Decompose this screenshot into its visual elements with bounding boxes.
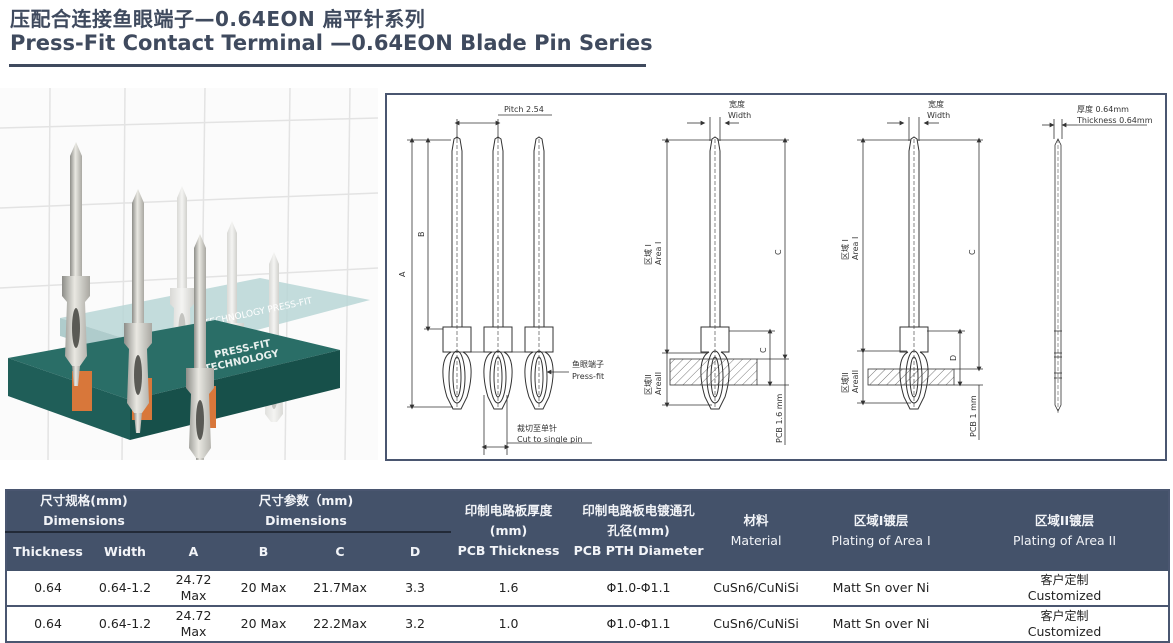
cell-area1: Matt Sn over Ni bbox=[801, 571, 962, 607]
product-render: TECHNOLOGY PRESS-FIT PRESS-FIT TECHNOLOG… bbox=[0, 87, 379, 478]
cell-pcb: 1.0 bbox=[451, 606, 567, 643]
dim-d-label: D bbox=[949, 355, 958, 361]
dim-b-label: B bbox=[417, 232, 426, 238]
table-row: 0.64 0.64-1.2 24.72 Max 20 Max 22.2Max 3… bbox=[6, 606, 1170, 643]
pcb-1-label: PCB 1 mm bbox=[969, 395, 978, 437]
area2-label-cn-2: 区域II bbox=[840, 372, 850, 393]
cut-label-cn: 裁切至单针 bbox=[517, 423, 557, 433]
dim-c-label: C bbox=[774, 249, 783, 255]
header-pth-diameter: 印制电路板电镀通孔孔径(mm)PCB PTH Diameter bbox=[566, 490, 712, 571]
area1-label-en: Area I bbox=[654, 242, 663, 265]
cut-label-en: Cut to single pin bbox=[517, 435, 583, 444]
cell-b: 20 Max bbox=[226, 571, 302, 607]
pitch-label: Pitch 2.54 bbox=[504, 105, 544, 114]
header-c: C bbox=[301, 532, 380, 571]
thickness-label-en: Thickness 0.64mm bbox=[1076, 116, 1153, 125]
area2-label-en: AreaII bbox=[654, 372, 663, 395]
cell-material: CuSn6/CuNiSi bbox=[711, 606, 802, 643]
cell-b: 20 Max bbox=[226, 606, 302, 643]
table-row: 0.64 0.64-1.2 24.72 Max 20 Max 21.7Max 3… bbox=[6, 571, 1170, 607]
area2-label-en-2: AreaII bbox=[851, 370, 860, 393]
dim-a-label: A bbox=[398, 271, 407, 277]
cell-thickness: 0.64 bbox=[6, 571, 89, 607]
area1-label-cn: 区域 I bbox=[643, 244, 653, 265]
page-title-cn: 压配合连接鱼眼端子—0.64EON 扁平针系列 bbox=[10, 7, 426, 31]
technical-drawing: Pitch 2.54 A B 鱼眼端子 Press-fit 裁切至单针 Cut … bbox=[385, 93, 1167, 461]
press-fit-label-en: Press-fit bbox=[572, 372, 604, 381]
pcb-16-label: PCB 1.6 mm bbox=[775, 394, 784, 444]
area1-label-cn-2: 区域 I bbox=[840, 239, 850, 260]
cell-material: CuSn6/CuNiSi bbox=[711, 571, 802, 607]
cell-d: 3.3 bbox=[379, 571, 452, 607]
cell-pth: Φ1.0-Φ1.1 bbox=[566, 606, 712, 643]
cell-c: 21.7Max bbox=[301, 571, 380, 607]
header-d: D bbox=[379, 532, 452, 571]
width-label-cn: 宽度 bbox=[729, 99, 745, 109]
cell-thickness: 0.64 bbox=[6, 606, 89, 643]
header-param-group: 尺寸参数（mm)Dimensions bbox=[161, 490, 452, 533]
dim-c-label-2: C bbox=[968, 249, 977, 255]
spec-table: 尺寸规格(mm)Dimensions 尺寸参数（mm)Dimensions 印制… bbox=[5, 489, 1171, 643]
header-size-group: 尺寸规格(mm)Dimensions bbox=[6, 490, 162, 533]
cell-d: 3.2 bbox=[379, 606, 452, 643]
header-width: Width bbox=[89, 532, 162, 571]
dim-c-lower-label: C bbox=[759, 347, 768, 353]
cell-a: 24.72 Max bbox=[161, 606, 227, 643]
header-thickness: Thickness bbox=[6, 532, 89, 571]
cell-width: 0.64-1.2 bbox=[89, 571, 162, 607]
header-pcb-thickness: 印制电路板厚度(mm)PCB Thickness bbox=[451, 490, 567, 571]
area2-label-cn: 区域II bbox=[643, 374, 653, 395]
cell-area1: Matt Sn over Ni bbox=[801, 606, 962, 643]
header-b: B bbox=[226, 532, 302, 571]
header-a: A bbox=[161, 532, 227, 571]
title-divider bbox=[9, 64, 646, 67]
width-label-en-2: Width bbox=[927, 111, 950, 120]
cell-c: 22.2Max bbox=[301, 606, 380, 643]
cell-pth: Φ1.0-Φ1.1 bbox=[566, 571, 712, 607]
width-label-cn-2: 宽度 bbox=[928, 99, 944, 109]
width-label-en: Width bbox=[728, 111, 751, 120]
page-title-en: Press-Fit Contact Terminal —0.64EON Blad… bbox=[10, 31, 653, 55]
thickness-label-cn: 厚度 0.64mm bbox=[1077, 104, 1129, 114]
area1-label-en-2: Area I bbox=[851, 237, 860, 260]
press-fit-label-cn: 鱼眼端子 bbox=[572, 359, 604, 369]
cell-a: 24.72 Max bbox=[161, 571, 227, 607]
cell-pcb: 1.6 bbox=[451, 571, 567, 607]
cell-width: 0.64-1.2 bbox=[89, 606, 162, 643]
